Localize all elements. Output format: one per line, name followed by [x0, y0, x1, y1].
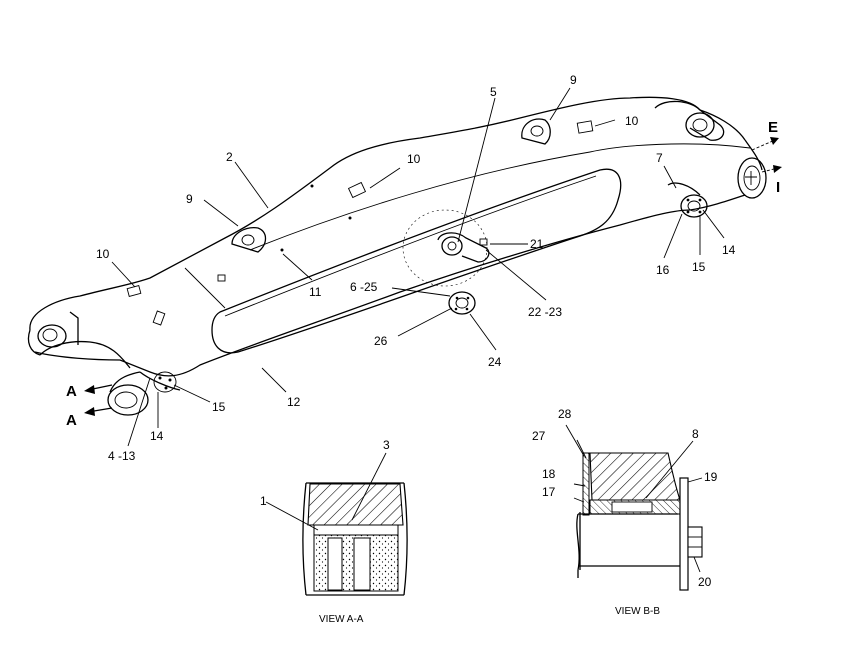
callout-10-left: 10 [96, 247, 110, 261]
callout-16: 16 [656, 263, 670, 277]
callout-9-top: 9 [570, 73, 577, 87]
boom-body [27, 96, 767, 416]
section-mark-a-upper: A [66, 383, 77, 400]
callout-3: 3 [383, 438, 390, 452]
section-mark-i: I [776, 179, 780, 196]
leader-lines [111, 87, 725, 447]
callout-labels: 2 5 9 9 10 10 10 7 11 12 14 14 15 15 16 … [96, 73, 736, 463]
callout-28: 28 [558, 407, 572, 421]
callout-14-left: 14 [150, 429, 164, 443]
callout-18: 18 [542, 467, 556, 481]
callout-12: 12 [287, 395, 301, 409]
callout-15-left: 15 [212, 400, 226, 414]
callout-11: 11 [309, 285, 322, 299]
view-b-b: 28 27 18 17 8 19 20 VIEW B-B [532, 407, 718, 617]
callout-4-13: 4 -13 [108, 449, 136, 463]
callout-7: 7 [656, 151, 663, 165]
callout-19: 19 [704, 470, 718, 484]
callout-27: 27 [532, 429, 546, 443]
section-mark-e: E [768, 119, 778, 136]
callout-6-25: 6 -25 [350, 280, 378, 294]
section-arrows [84, 137, 782, 416]
view-a-a-caption: VIEW A-A [319, 614, 364, 625]
view-b-b-caption: VIEW B-B [615, 606, 660, 617]
callout-1: 1 [260, 494, 267, 508]
section-mark-a-lower: A [66, 412, 77, 429]
callout-10-right: 10 [625, 114, 639, 128]
callout-21: 21 [530, 237, 544, 251]
callout-20: 20 [698, 575, 712, 589]
callout-26: 26 [374, 334, 388, 348]
callout-22-23: 22 -23 [528, 305, 562, 319]
callout-14-right: 14 [722, 243, 736, 257]
callout-17: 17 [542, 485, 556, 499]
callout-10-mid: 10 [407, 152, 421, 166]
callout-24: 24 [488, 355, 502, 369]
view-a-a: 1 3 VIEW A-A [260, 438, 408, 625]
section-letters: A A E I [66, 119, 780, 429]
callout-2: 2 [226, 150, 233, 164]
callout-5: 5 [490, 85, 497, 99]
callout-8: 8 [692, 427, 699, 441]
callout-9-left: 9 [186, 192, 193, 206]
callout-15-right: 15 [692, 260, 706, 274]
